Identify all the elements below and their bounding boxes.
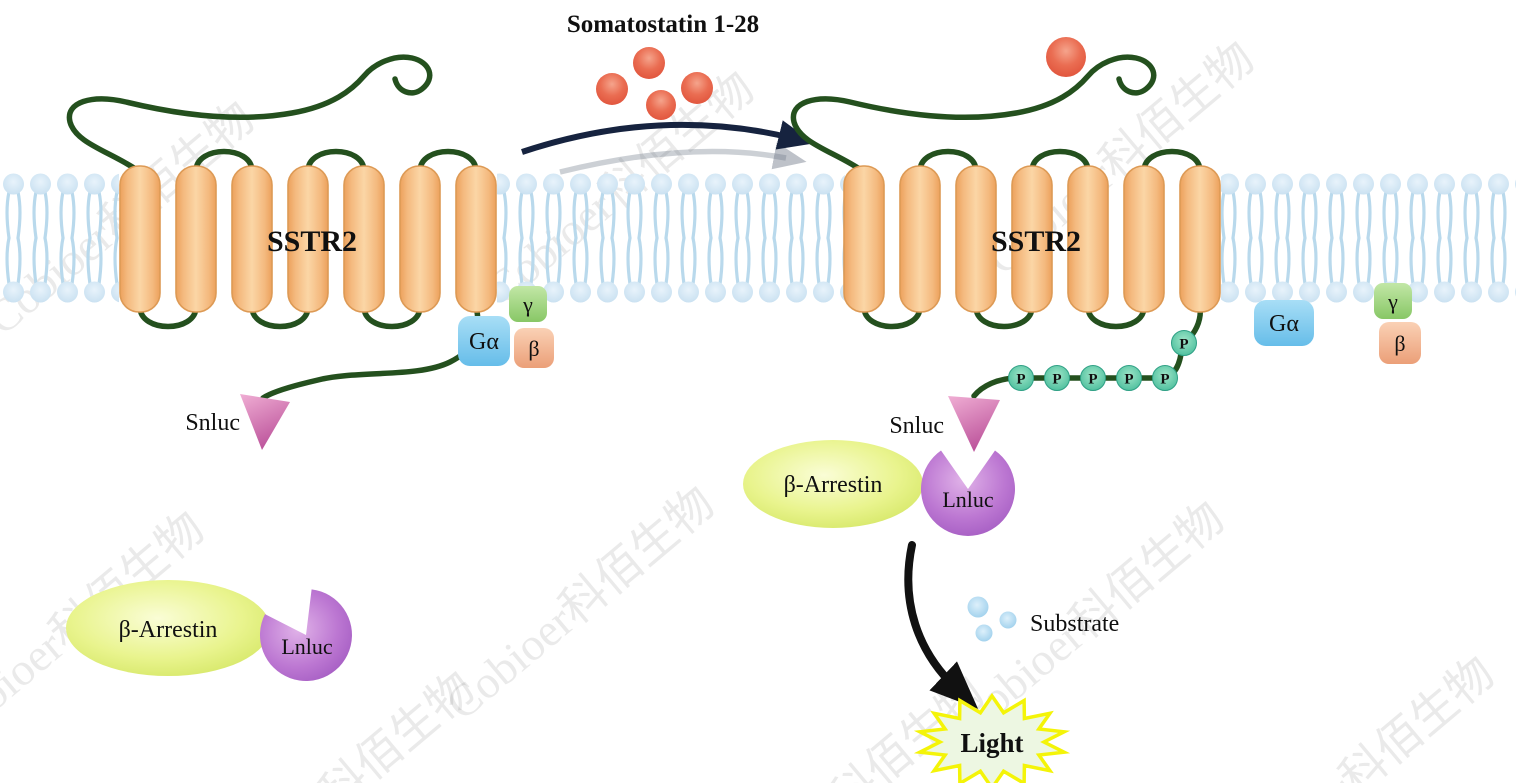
snluc-tag-left (240, 394, 290, 450)
lnluc-label-left: Lnluc (281, 634, 333, 659)
g-alpha-label-right: Gα (1269, 311, 1299, 337)
phospho-circle (1008, 365, 1034, 391)
phospho-label: P (1124, 372, 1133, 388)
bound-ligand (1046, 37, 1086, 77)
membrane-bottom-leaflet (0, 234, 119, 306)
phospho-site: P (1171, 330, 1197, 356)
beta-label-left: β (528, 336, 539, 361)
light-star-shape (913, 692, 1071, 783)
membrane-bottom-leaflet (497, 234, 845, 306)
membrane-bottom-leaflet (1221, 234, 1516, 306)
activation-arrow (521, 120, 815, 155)
membrane-top-leaflet (0, 170, 119, 242)
gamma-label-right: γ (1387, 289, 1398, 314)
phospho-site: P (1116, 365, 1142, 391)
membrane-top-leaflet (497, 170, 845, 242)
lnluc-label-right: Lnluc (942, 487, 994, 512)
phospho-label: P (1160, 372, 1169, 388)
snluc-left: Snluc (185, 394, 290, 450)
ligand-molecule (646, 90, 676, 120)
phospho-circle (1152, 365, 1178, 391)
beta-box-left (514, 328, 554, 368)
phospho-site: P (1008, 365, 1034, 391)
arrestin-body-right (743, 440, 923, 528)
phospho-label: P (1016, 372, 1025, 388)
phospho-label: P (1179, 337, 1188, 353)
g-alpha-label-left: Gα (469, 329, 499, 355)
catalysis-arrow (904, 541, 979, 709)
snluc-label-right: Snluc (889, 413, 944, 439)
readout: Substrate Light (904, 541, 1119, 783)
phospho-site: P (1044, 365, 1070, 391)
substrate-label: Substrate (1030, 611, 1119, 637)
phospho-site: P (1152, 365, 1178, 391)
light-label: Light (960, 728, 1023, 758)
phospho-site: P (1080, 365, 1106, 391)
gamma-label-left: γ (522, 292, 533, 317)
lnluc-body-left (259, 589, 352, 681)
phospho-circle (1044, 365, 1070, 391)
arrestin-label-left: β-Arrestin (119, 617, 218, 643)
activation-arrow-shadow (559, 142, 807, 175)
receptor-sstr2-left: SSTR2 (69, 57, 496, 401)
watermark-text: Cobioer科佰生物 (1216, 647, 1503, 783)
lnluc-body-right (921, 450, 1016, 536)
substrate-molecule (975, 624, 993, 642)
snluc-label-left: Snluc (185, 410, 240, 436)
receptor-7tm-bundle-left (69, 57, 496, 326)
substrate-molecule (999, 611, 1017, 629)
watermark-text: Cobioer科佰生物 (196, 662, 483, 783)
cell-membrane (0, 170, 1516, 306)
arrestin-complex-right: β-Arrestin Lnluc Snluc (743, 396, 1016, 536)
membrane-top-leaflet (1221, 170, 1516, 242)
beta-label-right: β (1394, 331, 1405, 356)
watermark-text: Cobioer科佰生物 (436, 477, 723, 730)
ligand-molecule (633, 47, 665, 79)
g-alpha-box-left (458, 316, 510, 366)
phospho-label: P (1088, 372, 1097, 388)
substrate-molecule (967, 596, 989, 618)
g-protein-right: Gα γ β (1254, 283, 1421, 364)
g-protein-left: Gα γ β (458, 286, 554, 368)
arrestin-complex-left: β-Arrestin Lnluc (66, 580, 352, 681)
arrestin-label-right: β-Arrestin (784, 472, 883, 498)
ligand-label: Somatostatin 1-28 (567, 11, 759, 38)
arrestin-body-left (66, 580, 270, 676)
phospho-circle (1080, 365, 1106, 391)
receptor-label-left: SSTR2 (267, 225, 357, 258)
phospho-label: P (1052, 372, 1061, 388)
receptor-sstr2-right: SSTR2 (793, 37, 1220, 399)
g-alpha-box-right (1254, 300, 1314, 346)
ligand-molecule (596, 73, 628, 105)
snluc-tag-right (948, 396, 1000, 452)
watermark-layer: Cobioer科佰生物 Cobioer科佰生物 Cobioer科佰生物 Cobi… (0, 32, 1504, 783)
ligand-molecule (681, 72, 713, 104)
receptor-label-right: SSTR2 (991, 225, 1081, 258)
phospho-circle (1116, 365, 1142, 391)
stimulation: Somatostatin 1-28 (521, 11, 815, 175)
beta-box-right (1379, 322, 1421, 364)
phospho-circle (1171, 330, 1197, 356)
gamma-box-left (509, 286, 547, 322)
gamma-box-right (1374, 283, 1412, 319)
phospho-chain: P P P P P P (1008, 330, 1197, 391)
